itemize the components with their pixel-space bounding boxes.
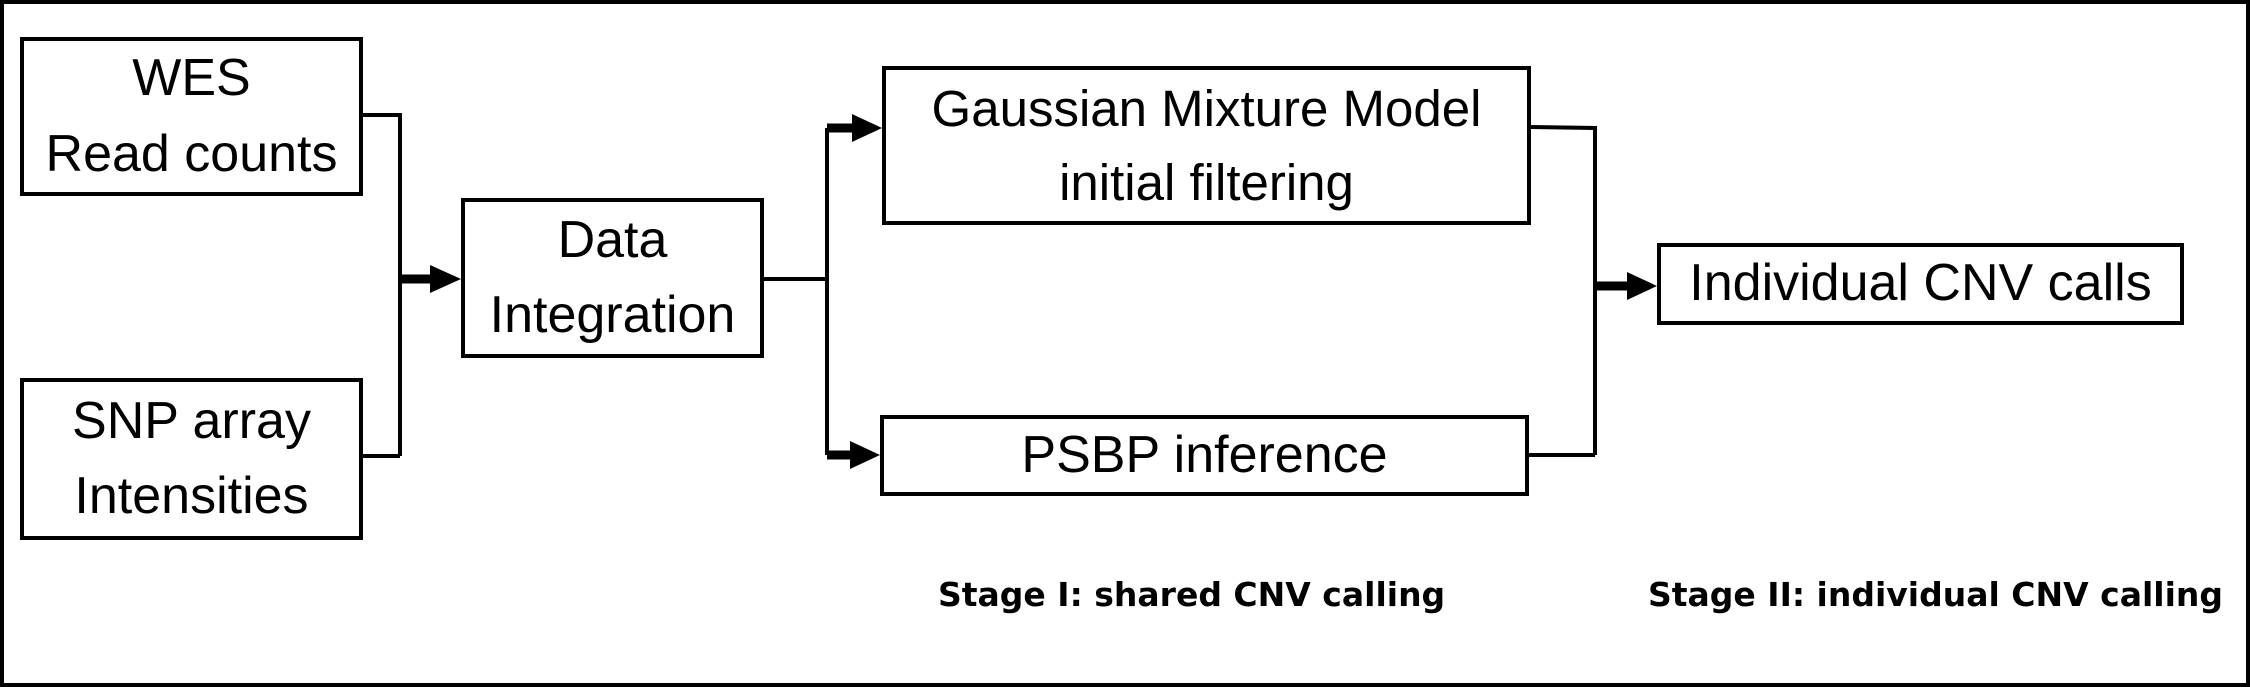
wes-line1: WES xyxy=(132,49,251,108)
integration-line2: Integration xyxy=(489,286,736,344)
individual-line1: Individual CNV calls xyxy=(1689,254,2152,313)
arrowhead-gmm xyxy=(852,114,882,142)
individual-cnv-calls-box: Individual CNV calls xyxy=(1657,243,2184,325)
arrowhead-integration xyxy=(430,265,461,293)
integration-line1: Data xyxy=(557,210,668,269)
stage-one-label: Stage I: shared CNV calling xyxy=(938,575,1446,614)
snp-array-intensities-box: SNP array Intensities xyxy=(20,378,363,540)
arrowhead-psbp xyxy=(850,441,880,469)
psbp-line1: PSBP inference xyxy=(1021,425,1388,484)
psbp-inference-box: PSBP inference xyxy=(880,415,1529,496)
gmm-line1: Gaussian Mixture Model xyxy=(931,79,1482,137)
gaussian-mixture-model-box: Gaussian Mixture Model initial filtering xyxy=(882,66,1531,225)
wes-line2: Read counts xyxy=(45,124,338,183)
snp-line1: SNP array xyxy=(72,391,311,450)
data-integration-box: Data Integration xyxy=(461,198,764,358)
gmm-line2: initial filtering xyxy=(1059,153,1354,211)
arrowhead-individual xyxy=(1627,272,1657,300)
connector-gmm-to-merge xyxy=(1530,125,1597,455)
snp-line2: Intensities xyxy=(74,467,309,525)
connector-wes-to-merge xyxy=(363,113,402,456)
wes-read-counts-box: WES Read counts xyxy=(20,37,363,196)
stage-two-label: Stage II: individual CNV calling xyxy=(1648,575,2224,614)
